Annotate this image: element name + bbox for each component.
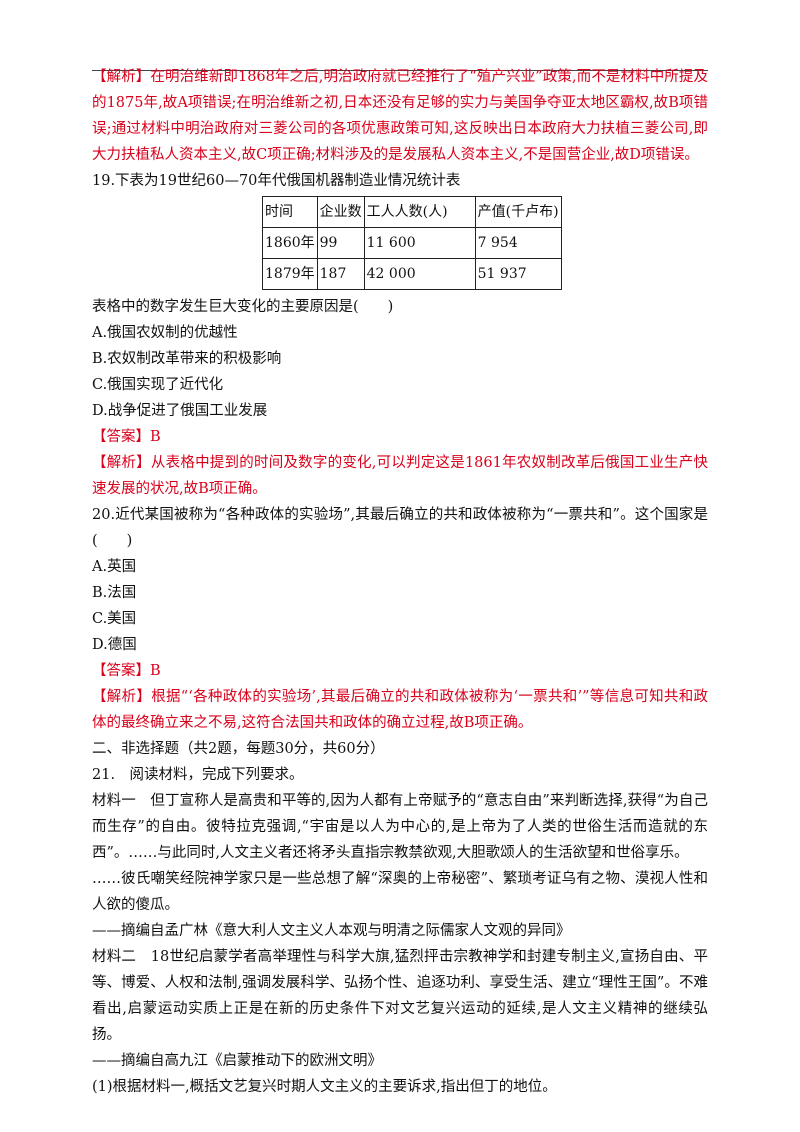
analysis-q18: 【解析】在明治维新即1868年之后,明治政府就已经推行了“殖产兴业”政策,而不是… — [92, 69, 708, 163]
q21-stem: 21. 阅读材料，完成下列要求。 — [92, 767, 304, 783]
table-header-cell: 产值(千卢布) — [474, 196, 562, 228]
q19-option-d: D.战争促进了俄国工业发展 — [92, 403, 268, 419]
q21-source1: ——摘编自孟广林《意大利人文主义人本观与明清之际儒家人文观的异同》 — [92, 923, 571, 939]
table-cell: 7 954 — [474, 227, 562, 259]
table-header-cell: 时间 — [262, 196, 318, 228]
q19-table: 时间 企业数 工人人数(人) 产值(千卢布) 1860年 99 11 600 7… — [262, 196, 562, 290]
q19-option-b: B.农奴制改革带来的积极影响 — [92, 351, 282, 367]
table-cell: 1860年 — [262, 227, 318, 259]
table-cell: 42 000 — [363, 258, 476, 290]
section-heading: 二、非选择题（共2题，每题30分，共60分） — [92, 741, 385, 757]
q19-question: 表格中的数字发生巨大变化的主要原因是( ) — [92, 299, 394, 315]
q19-answer: 【答案】B — [92, 429, 161, 445]
table-header-cell: 企业数 — [316, 196, 365, 228]
q21-material1-cont: ……彼氏嘲笑经院神学家只是一些总想了解“深奥的上帝秘密”、繁琐考证乌有之物、漠视… — [92, 871, 708, 913]
document-page: 【解析】在明治维新即1868年之后,明治政府就已经推行了“殖产兴业”政策,而不是… — [92, 58, 708, 1100]
q21-material1: 材料一 但丁宣称人是高贵和平等的,因为人都有上帝赋予的“意志自由”来判断选择,获… — [92, 793, 708, 861]
q21-sub1: (1)根据材料一,概括文艺复兴时期人文主义的主要诉求,指出但丁的地位。 — [92, 1079, 557, 1095]
q20-analysis: 【解析】根据“‘各种政体的实验场’,其最后确立的共和政体被称为‘一票共和’”等信… — [92, 689, 708, 731]
q20-option-a: A.英国 — [92, 559, 137, 575]
q19-analysis: 【解析】从表格中提到的时间及数字的变化,可以判定这是1861年农奴制改革后俄国工… — [92, 455, 708, 497]
q19-stem: 19.下表为19世纪60—70年代俄国机器制造业情况统计表 — [92, 173, 461, 189]
q19-option-c: C.俄国实现了近代化 — [92, 377, 224, 393]
header-rule — [92, 70, 708, 71]
q20-answer: 【答案】B — [92, 663, 161, 679]
table-row: 1860年 99 11 600 7 954 — [262, 227, 562, 259]
q19-option-a: A.俄国农奴制的优越性 — [92, 325, 238, 341]
q20-option-c: C.美国 — [92, 611, 137, 627]
q21-material2: 材料二 18世纪启蒙学者高举理性与科学大旗,猛烈抨击宗教神学和封建专制主义,宣扬… — [92, 949, 708, 1043]
table-cell: 99 — [316, 227, 365, 259]
q20-option-d: D.德国 — [92, 637, 137, 653]
table-cell: 1879年 — [262, 258, 318, 290]
table-cell: 11 600 — [363, 227, 476, 259]
table-header-row: 时间 企业数 工人人数(人) 产值(千卢布) — [262, 196, 562, 228]
q20-stem: 20.近代某国被称为“各种政体的实验场”,其最后确立的共和政体被称为“一票共和”… — [92, 507, 708, 549]
table-cell: 51 937 — [474, 258, 562, 290]
table-cell: 187 — [316, 258, 365, 290]
q20-option-b: B.法国 — [92, 585, 137, 601]
table-row: 1879年 187 42 000 51 937 — [262, 258, 562, 290]
q21-source2: ——摘编自高九江《启蒙推动下的欧洲文明》 — [92, 1053, 382, 1069]
table-header-cell: 工人人数(人) — [363, 196, 476, 228]
